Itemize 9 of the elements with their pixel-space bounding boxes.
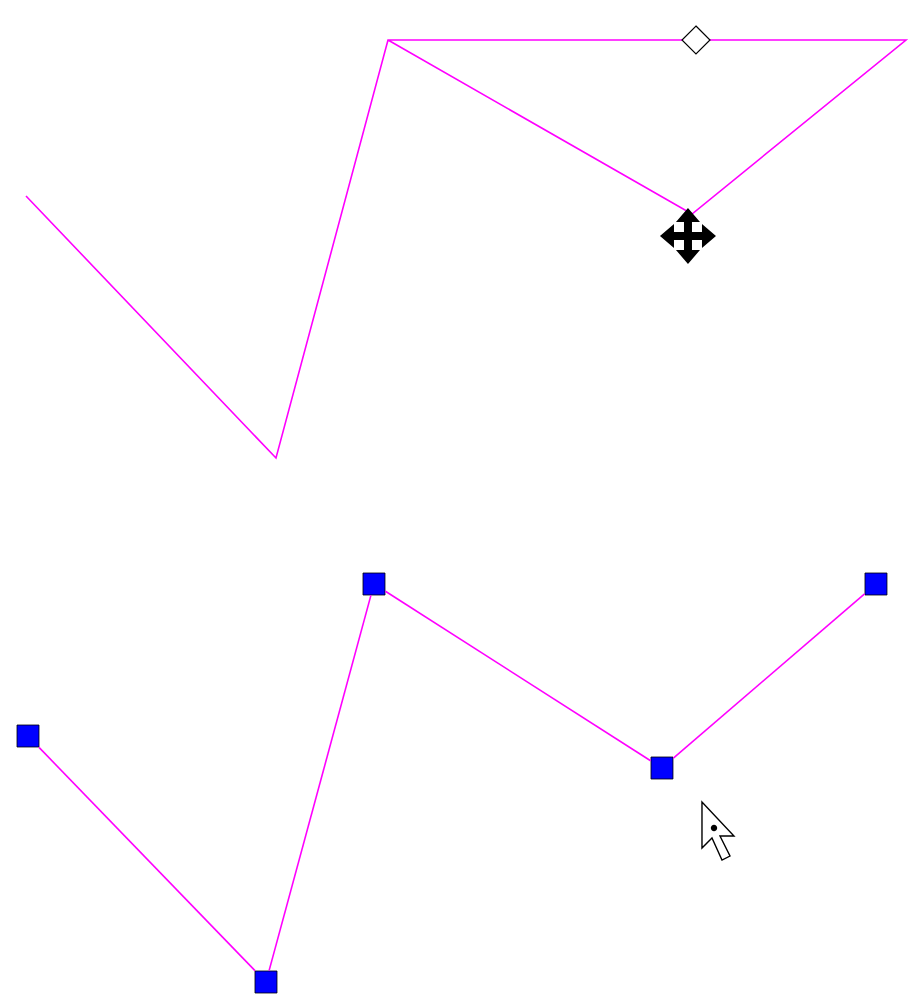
line-segment <box>672 593 866 759</box>
vertex-handle <box>16 724 40 748</box>
vertex-handle <box>650 756 674 780</box>
vertex-handle <box>254 970 278 994</box>
vertex-handle <box>864 572 888 596</box>
line-segment <box>38 746 256 972</box>
vertex-handle <box>362 572 386 596</box>
line-segment <box>384 590 652 762</box>
line-segment <box>268 594 372 972</box>
